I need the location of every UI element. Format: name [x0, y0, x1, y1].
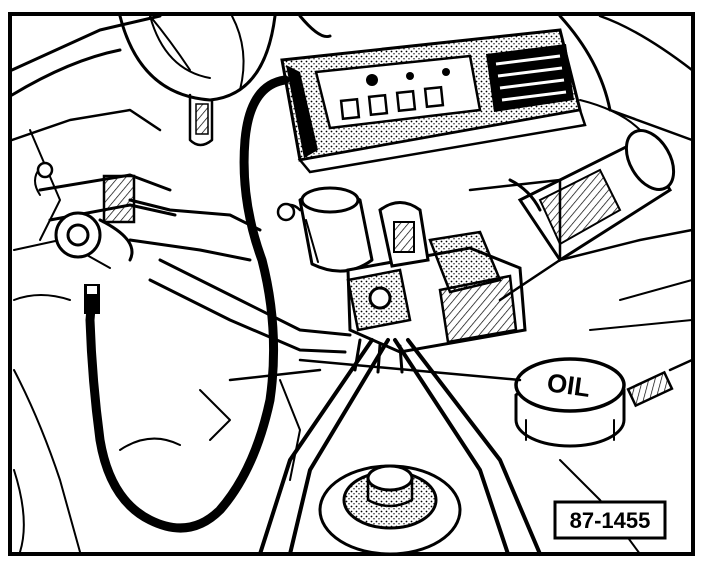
oil-filler-cap: OIL	[514, 357, 626, 448]
center-hose	[276, 186, 374, 273]
test-meter-box	[280, 28, 587, 174]
sensor-connector	[346, 201, 527, 374]
oil-cap-label: OIL	[545, 367, 592, 403]
upper-right-components	[298, 14, 694, 142]
air-cleaner-housing	[118, 14, 277, 147]
lower-left-details	[119, 279, 693, 555]
indicator-lamp-1	[339, 97, 361, 121]
figure-reference-number: 87-1455	[570, 508, 651, 533]
figure-reference-box: 87-1455	[553, 500, 667, 540]
drive-belt	[228, 338, 542, 556]
indicator-lamp-4	[423, 85, 445, 109]
indicator-lamp-3	[395, 89, 417, 113]
bolt-fitting	[626, 358, 694, 408]
coolant-pipe-assembly	[34, 161, 352, 354]
radiator-hose	[468, 129, 694, 302]
indicator-lamp-2	[367, 93, 389, 117]
probe-tip	[84, 284, 100, 314]
fender-panel	[10, 14, 245, 553]
crankshaft-pulley	[318, 464, 462, 556]
